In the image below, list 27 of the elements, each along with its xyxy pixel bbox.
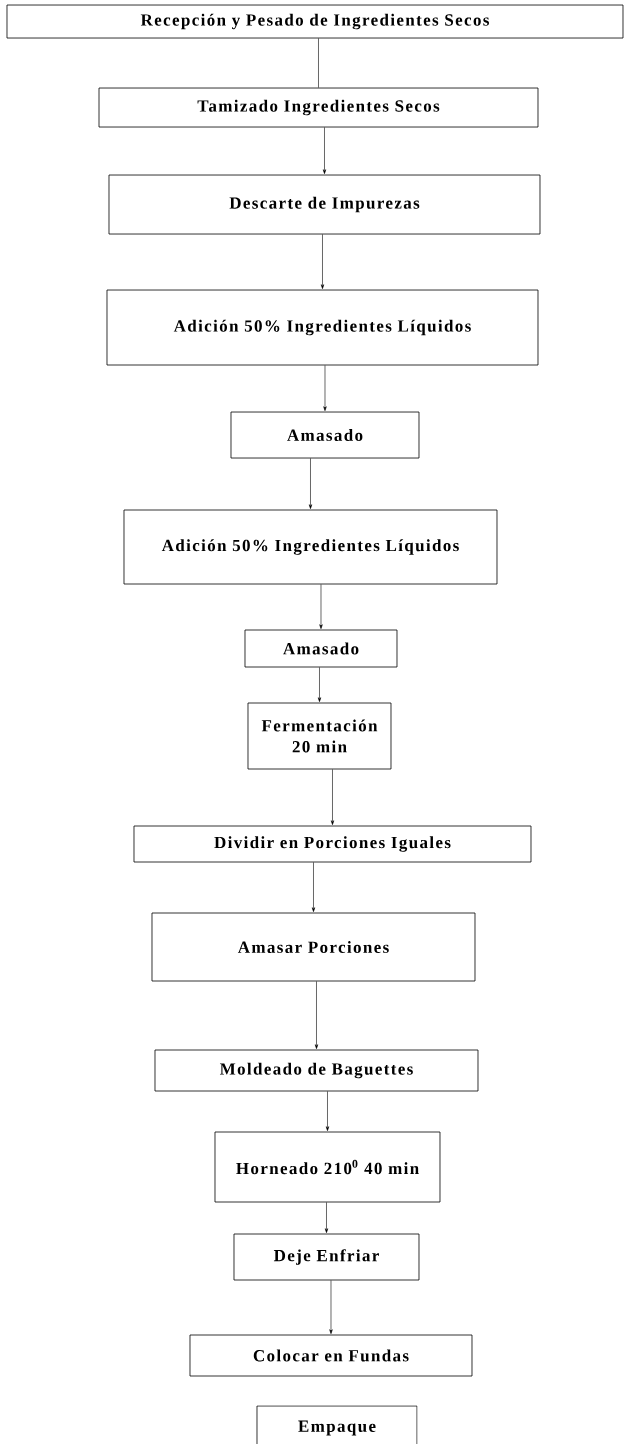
arrow bbox=[311, 862, 316, 912]
process-box: Recepción y Pesado de Ingredientes Secos bbox=[6, 4, 624, 39]
process-box: Amasar Porciones bbox=[151, 912, 476, 982]
process-box: Deje Enfriar bbox=[233, 1233, 420, 1281]
process-box: Moldeado de Baguettes bbox=[154, 1049, 479, 1092]
process-box: Tamizado Ingredientes Secos bbox=[98, 87, 539, 128]
process-box: Dividir en Porciones Iguales bbox=[133, 825, 532, 863]
arrow bbox=[330, 769, 335, 825]
process-box: Amasado bbox=[230, 411, 420, 459]
arrow bbox=[323, 365, 327, 411]
process-box: Empaque bbox=[256, 1405, 418, 1444]
arrow bbox=[325, 1091, 330, 1131]
process-box: Fermentación 20 min bbox=[247, 702, 392, 770]
process-box: Adición 50% Ingredientes Líquidos bbox=[123, 509, 498, 585]
arrow bbox=[317, 667, 322, 702]
arrow bbox=[314, 981, 319, 1049]
arrow bbox=[308, 458, 313, 509]
arrow bbox=[320, 234, 325, 289]
process-box: Descarte de Impurezas bbox=[108, 174, 541, 235]
process-box: Adición 50% Ingredientes Líquidos bbox=[106, 289, 539, 366]
arrow bbox=[329, 1280, 333, 1334]
arrow bbox=[319, 584, 323, 629]
process-box: Amasado bbox=[244, 629, 398, 668]
process-box: Horneado 210$^{0}$ 40 min bbox=[214, 1131, 441, 1203]
process-box: Colocar en Fundas bbox=[189, 1334, 473, 1377]
arrow bbox=[324, 1202, 329, 1233]
arrow bbox=[322, 127, 327, 174]
